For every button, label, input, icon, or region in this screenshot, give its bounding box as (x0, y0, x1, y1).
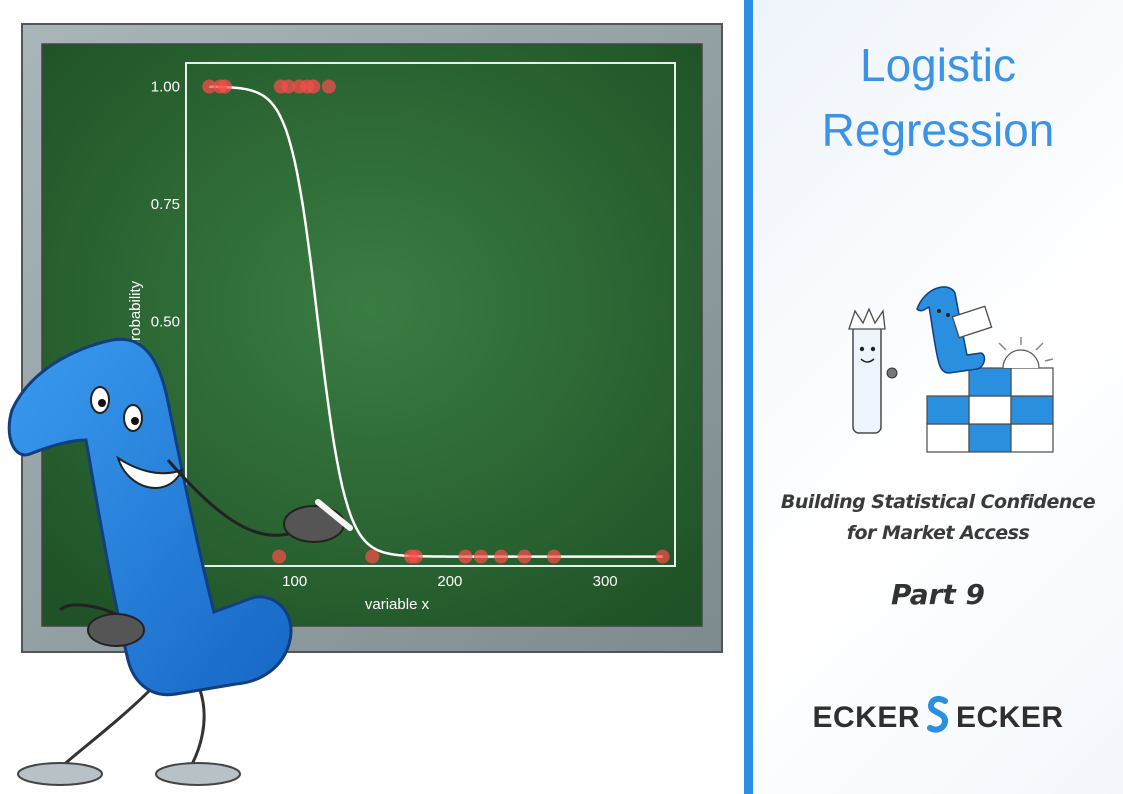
data-point (321, 79, 336, 94)
x-tick-label: 200 (437, 573, 462, 590)
crown-icon (848, 307, 886, 330)
data-point (217, 79, 232, 94)
mascot-gloved-hand (283, 505, 345, 543)
teamwork-illustration (848, 286, 1054, 453)
y-tick-label: 0.75 (151, 196, 180, 213)
blue-one-character (916, 286, 993, 374)
plot-area: 0.50 0.75 1.00 100 200 300 variable x probab… (127, 62, 676, 613)
x-tick-label: 100 (282, 573, 307, 590)
mascot-one-character (7, 337, 353, 786)
s-logo-icon (926, 695, 950, 742)
x-tick-label: 300 (593, 573, 618, 590)
carried-block (951, 305, 993, 339)
y-tick-label: 1.00 (151, 79, 180, 96)
mascot-arm-pointing (166, 459, 301, 537)
data-point (655, 549, 670, 564)
part-label: Part 9 (890, 578, 986, 611)
staircase-blocks (926, 367, 1054, 453)
y-tick-label: 0.50 (151, 314, 180, 331)
page-title-line-1: Logistic (860, 39, 1016, 91)
brand-name-right: ECKER (956, 700, 1064, 734)
logistic-curve (209, 85, 663, 558)
mascot-right-shoe (155, 762, 241, 786)
mascot-left-pupil (98, 399, 106, 407)
data-point (281, 79, 296, 94)
thumbs-up-icon (886, 367, 898, 379)
mascot-left-leg (58, 688, 152, 770)
chalkboard-scene: 0.50 0.75 1.00 100 200 300 variable x probab… (7, 23, 723, 786)
subtitle-line-2: for Market Access (846, 522, 1030, 544)
data-point (272, 549, 287, 564)
x-axis-label: variable x (365, 596, 430, 613)
white-block-character (848, 307, 898, 434)
data-point (365, 549, 380, 564)
brand-name-left: ECKER (812, 700, 920, 734)
mascot-body (7, 337, 293, 697)
data-point (458, 549, 473, 564)
data-point (202, 79, 217, 94)
data-point (546, 549, 561, 564)
mascot-right-pupil (131, 417, 139, 425)
mascot-smile (116, 455, 184, 489)
accent-divider (744, 0, 753, 794)
chalk-icon (315, 499, 353, 531)
y-axis-label: probability (127, 280, 144, 349)
info-panel: Logistic Regression (753, 0, 1123, 794)
mascot-left-shoe (17, 762, 103, 786)
data-point (473, 549, 488, 564)
data-point (517, 549, 532, 564)
data-point (306, 79, 321, 94)
mascot-right-leg (188, 689, 206, 769)
data-point (408, 549, 423, 564)
brand-logo: ECKER ECKER (753, 695, 1123, 742)
page-title-line-2: Regression (821, 104, 1055, 156)
mascot-waist-hand (87, 613, 145, 647)
subtitle-line-1: Building Statistical Confidence (780, 491, 1096, 513)
plot-box (185, 62, 676, 567)
sun-icon (998, 337, 1054, 369)
data-point (494, 549, 509, 564)
